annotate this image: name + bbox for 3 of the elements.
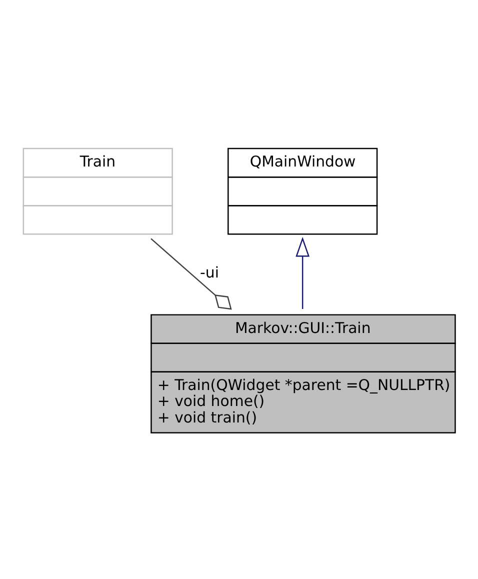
arrow bbox=[296, 236, 310, 308]
edge-label: -ui bbox=[200, 263, 219, 282]
connector bbox=[150, 238, 232, 310]
